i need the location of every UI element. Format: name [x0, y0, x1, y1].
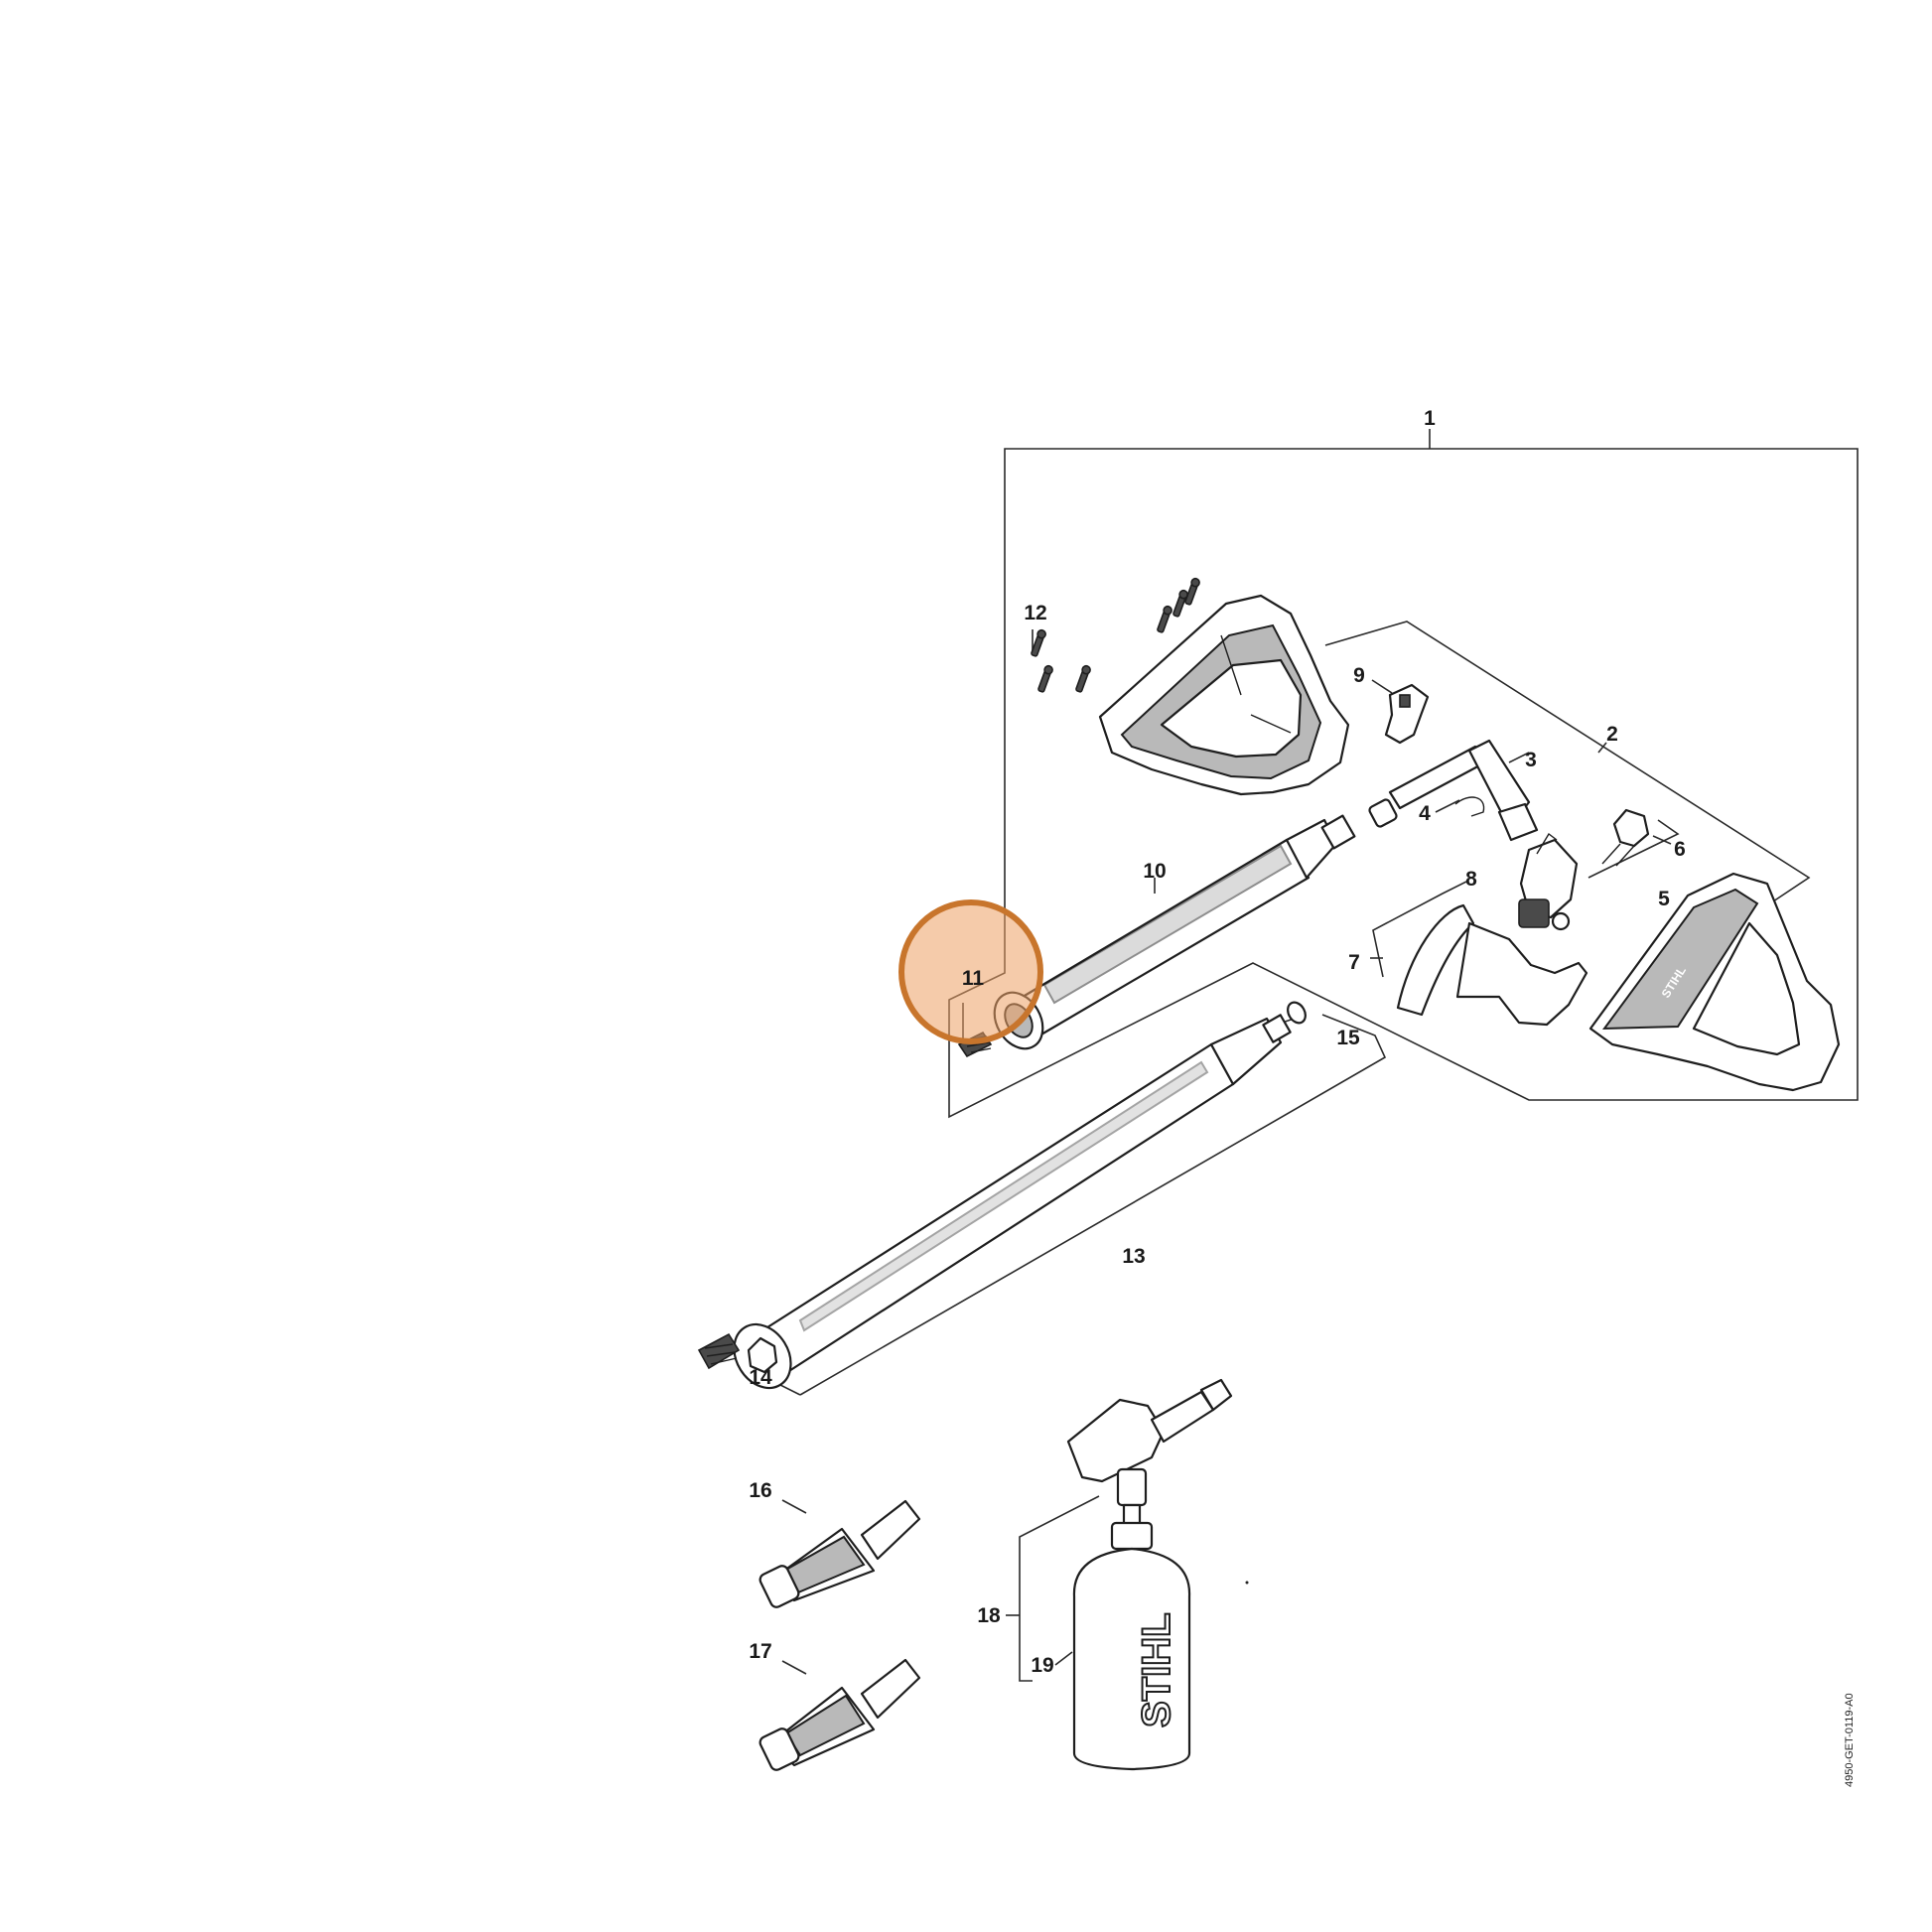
- part-13-long-lance: [733, 1014, 1292, 1390]
- handle-shell-left: [1098, 594, 1350, 796]
- callout-13[interactable]: 13: [1122, 1245, 1145, 1268]
- callout-9[interactable]: 9: [1353, 664, 1365, 687]
- assembly-bracket-13: [775, 1014, 1387, 1396]
- part-9-knob: [1384, 683, 1430, 745]
- part-8-trigger-valve: [1518, 832, 1579, 931]
- highlight-circle-part-11[interactable]: [898, 899, 1043, 1044]
- callout-7[interactable]: 7: [1348, 951, 1360, 974]
- callout-15[interactable]: 15: [1336, 1027, 1360, 1049]
- part-17-rotary-nozzle: [759, 1658, 921, 1771]
- stray-mark: [1245, 1581, 1249, 1585]
- callout-5[interactable]: 5: [1658, 888, 1670, 910]
- assembly-bracket-2: [1324, 621, 1811, 904]
- part-15-o-ring: [1287, 1001, 1307, 1025]
- callout-6[interactable]: 6: [1674, 838, 1686, 861]
- callout-17[interactable]: 17: [749, 1640, 771, 1663]
- callout-1[interactable]: 1: [1424, 407, 1436, 430]
- document-id: 4950-GET-0119-A0: [1844, 1693, 1856, 1787]
- callout-12[interactable]: 12: [1024, 602, 1046, 624]
- part-6-button: [1601, 808, 1650, 867]
- callout-2[interactable]: 2: [1606, 723, 1618, 746]
- part-7-trigger: [1396, 903, 1588, 1027]
- callout-labels: 1 2 3 4 5 6 7 8 9 10 11 12 13 14 15 16 1…: [749, 407, 1686, 1677]
- part-16-nozzle: [759, 1499, 921, 1608]
- part-19-foam-bottle: STIHL: [1072, 1521, 1191, 1771]
- assembly-bracket-18-19: [1006, 1495, 1100, 1682]
- assembly-bracket-7-8: [1370, 881, 1467, 978]
- part-2-handle-grip: STIHL: [1588, 872, 1841, 1092]
- callout-10[interactable]: 10: [1143, 860, 1166, 883]
- callout-11[interactable]: 11: [962, 967, 985, 990]
- callout-3[interactable]: 3: [1525, 749, 1537, 771]
- part-18-foam-head: [1066, 1378, 1233, 1529]
- callout-16[interactable]: 16: [749, 1479, 771, 1502]
- callout-19[interactable]: 19: [1031, 1654, 1053, 1677]
- callout-8[interactable]: 8: [1465, 868, 1477, 891]
- bottle-logo: STIHL: [1135, 1612, 1178, 1727]
- screw-set-part-12: [1031, 577, 1200, 693]
- part-3-valve-rod: [1368, 739, 1539, 842]
- callout-18[interactable]: 18: [977, 1604, 1001, 1627]
- part-14-spring: [697, 1332, 741, 1370]
- callout-14[interactable]: 14: [749, 1366, 772, 1389]
- callout-4[interactable]: 4: [1419, 802, 1431, 825]
- part-4-clip: [1454, 796, 1485, 817]
